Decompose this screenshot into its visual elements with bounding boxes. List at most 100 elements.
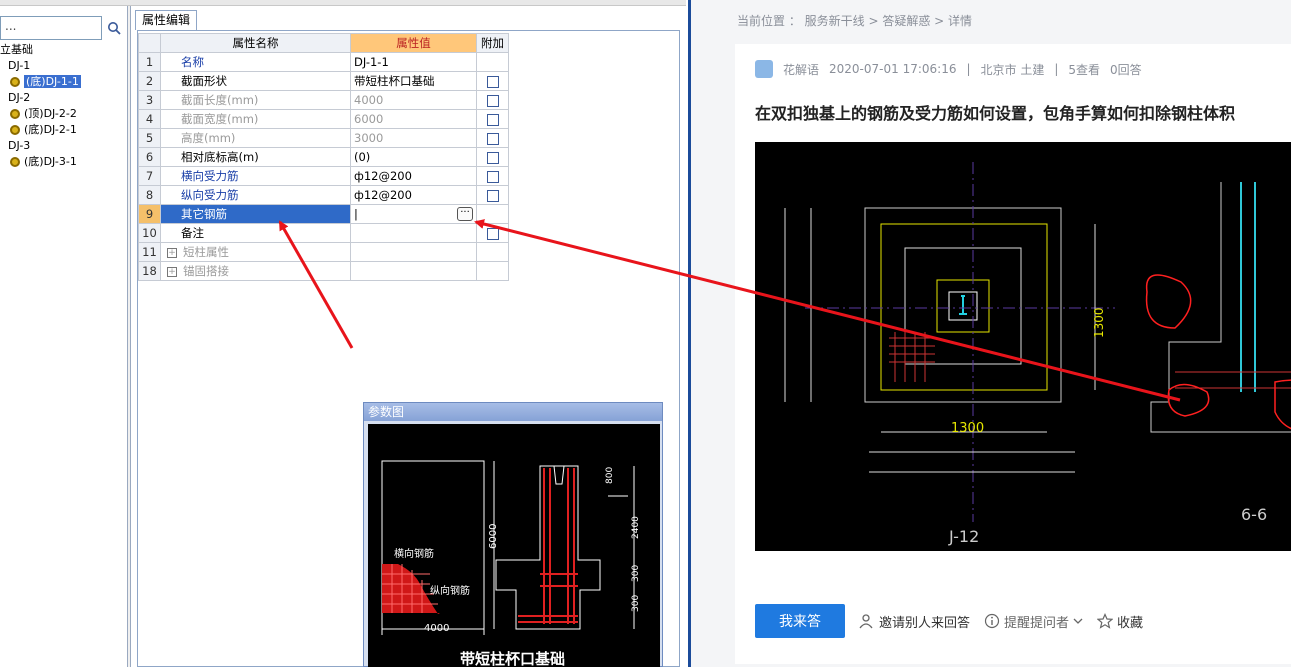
post-datetime: 2020-07-01 17:06:16: [829, 62, 957, 76]
property-row[interactable]: 1 名称 DJ-1-1: [138, 52, 509, 72]
header-property-value: 属性值: [350, 33, 477, 53]
property-name-text: 名称: [181, 55, 204, 69]
dim-300-a: 300: [631, 565, 641, 582]
tab-property-edit[interactable]: 属性编辑: [135, 10, 198, 30]
add-cell: [476, 128, 509, 148]
property-name: 其它钢筋: [160, 204, 351, 224]
property-value[interactable]: 6000: [350, 109, 477, 129]
property-name: 高度(mm): [160, 128, 351, 148]
property-name-text: 锚固搭接: [183, 264, 229, 278]
tree-node-dj1-1[interactable]: (底)DJ-1-1: [0, 74, 126, 90]
component-icon: [10, 157, 20, 167]
avatar[interactable]: [755, 60, 773, 78]
tree-node-dj2-2[interactable]: (顶)DJ-2-2: [0, 106, 126, 122]
tree-node-label: (底)DJ-1-1: [24, 75, 81, 88]
remind-asker-dropdown[interactable]: 提醒提问者: [984, 612, 1083, 631]
tree-node-dj3-1[interactable]: (底)DJ-3-1: [0, 154, 126, 170]
property-value[interactable]: 3000: [350, 128, 477, 148]
add-checkbox[interactable]: [486, 170, 499, 183]
property-value[interactable]: [350, 223, 477, 243]
add-checkbox[interactable]: [486, 189, 499, 202]
add-checkbox[interactable]: [486, 94, 499, 107]
meta-divider: |: [966, 62, 971, 76]
label-transverse: 横向钢筋: [394, 547, 434, 560]
property-name-text: 截面长度(mm): [181, 93, 259, 107]
add-checkbox[interactable]: [486, 151, 499, 164]
add-checkbox[interactable]: [486, 132, 499, 145]
tree-node-dj2-1[interactable]: (底)DJ-2-1: [0, 122, 126, 138]
collect-button[interactable]: 收藏: [1097, 612, 1143, 631]
drawing-label-6-6: 6-6: [1241, 505, 1267, 524]
dim-300-b: 300: [631, 595, 641, 612]
dim-2400: 2400: [631, 516, 641, 539]
property-name: 纵向受力筋: [160, 185, 351, 205]
drawing-dim-1300-vertical: 1300: [1092, 307, 1106, 338]
property-value[interactable]: DJ-1-1: [350, 52, 477, 72]
invite-answer-link[interactable]: 邀请别人来回答: [859, 612, 970, 631]
property-value[interactable]: [350, 242, 477, 262]
author-name[interactable]: 花解语: [783, 62, 820, 77]
property-value-text: ф12@200: [354, 188, 412, 202]
property-value[interactable]: 4000: [350, 90, 477, 110]
foundation-diagram: 4000 6000 横向钢筋 纵向钢筋 800 2400 300: [381, 460, 641, 667]
tree-node-label: DJ-3: [8, 139, 31, 152]
add-cell: [476, 147, 509, 167]
row-number: 5: [138, 128, 161, 148]
drawing-dim-1300: 1300: [951, 421, 984, 436]
question-actions: 我来答 邀请别人来回答 提醒提问者 收藏: [755, 604, 1143, 638]
add-cell: [476, 71, 509, 91]
row-number: 18: [138, 261, 161, 281]
add-checkbox[interactable]: [486, 113, 499, 126]
tree-node-label: DJ-1: [8, 59, 31, 72]
property-value[interactable]: | ···: [350, 204, 477, 224]
property-value[interactable]: [350, 261, 477, 281]
tree-node-dj1[interactable]: DJ-1: [0, 58, 126, 74]
property-value-text: |: [354, 207, 358, 221]
add-cell: [476, 166, 509, 186]
component-tree-pane: ... 立基础 DJ-1 (底)DJ-1-1 DJ-2 (顶)DJ-2-2 (底…: [0, 6, 128, 667]
row-number: 2: [138, 71, 161, 91]
add-checkbox[interactable]: [486, 227, 499, 240]
tree-node-dj3[interactable]: DJ-3: [0, 138, 126, 154]
tree-root[interactable]: 立基础: [0, 43, 33, 56]
property-value[interactable]: 带短柱杯口基础: [350, 71, 477, 91]
question-drawing-image[interactable]: 1300 1300 J-12 6-6: [755, 142, 1291, 551]
expand-icon[interactable]: +: [167, 266, 177, 277]
expand-icon[interactable]: +: [167, 247, 177, 258]
add-cell: [476, 90, 509, 110]
component-icon: [10, 109, 20, 119]
property-row[interactable]: 11+短柱属性: [138, 242, 509, 262]
user-add-icon: [859, 614, 873, 629]
dialog-title: 参数图: [364, 403, 662, 421]
property-name-text: 截面宽度(mm): [181, 112, 259, 126]
tree-node-label: (底)DJ-3-1: [24, 155, 77, 168]
grid-corner: [138, 33, 161, 53]
ellipsis-button[interactable]: ···: [457, 207, 473, 221]
answer-button[interactable]: 我来答: [755, 604, 845, 638]
property-row[interactable]: 18 + 锚固搭接: [138, 261, 509, 281]
add-cell: [476, 52, 509, 72]
property-value[interactable]: ф12@200: [350, 185, 477, 205]
tree-node-dj2[interactable]: DJ-2: [0, 90, 126, 106]
parameter-diagram: 4000 6000 横向钢筋 纵向钢筋 800 2400 300: [368, 424, 660, 667]
property-value[interactable]: ф12@200: [350, 166, 477, 186]
add-checkbox[interactable]: [486, 75, 499, 88]
property-value[interactable]: (0): [350, 147, 477, 167]
tree-search-input[interactable]: ...: [0, 16, 102, 40]
row-number: 1: [138, 52, 161, 72]
breadcrumb[interactable]: 当前位置 ： 服务新干线 > 答疑解惑 > 详情: [737, 14, 972, 28]
view-count: 5查看: [1068, 62, 1101, 77]
property-value-text: DJ-1-1: [354, 55, 389, 69]
search-button[interactable]: [104, 16, 124, 40]
question-title: 在双扣独基上的钢筋及受力筋如何设置，包角手算如何扣除钢柱体积: [755, 104, 1236, 123]
property-name: 相对底标高(m): [160, 147, 351, 167]
